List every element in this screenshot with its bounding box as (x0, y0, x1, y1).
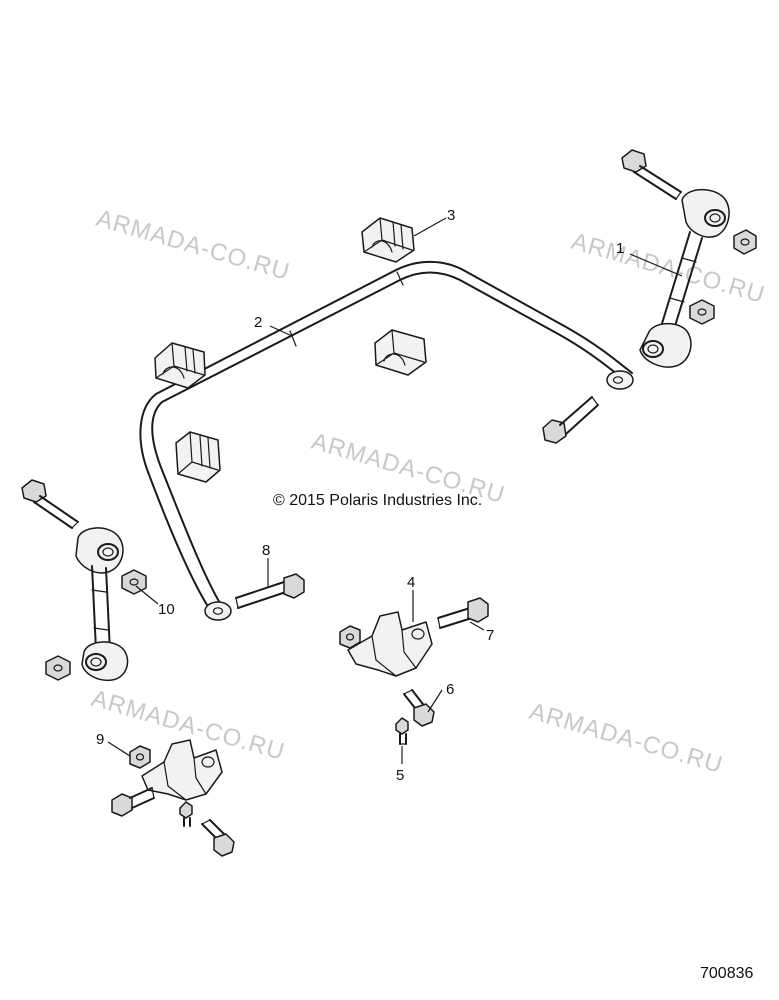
bolt-8 (235, 573, 305, 609)
callout-4: 4 (407, 574, 415, 591)
callout-10: 10 (158, 601, 175, 618)
bushing-on-bar (175, 431, 221, 483)
link-right (621, 149, 757, 368)
grease-fitting-5 (395, 717, 409, 745)
bolt-left-bracket-a (111, 787, 155, 817)
watermark: ARMADA-CO.RU (93, 205, 293, 286)
callout-7: 7 (486, 627, 494, 644)
callout-3: 3 (447, 207, 455, 224)
link-left (21, 479, 147, 682)
callout-8: 8 (262, 542, 270, 559)
stabilizer-bar (139, 260, 634, 621)
copyright-notice: © 2015 Polaris Industries Inc. (273, 492, 482, 509)
bolt-right-end (542, 396, 599, 444)
callout-5: 5 (396, 767, 404, 784)
callout-1: 1 (616, 240, 624, 257)
watermark: ARMADA-CO.RU (526, 698, 726, 779)
bushing-left (154, 342, 206, 389)
bushing-mid (374, 329, 427, 376)
diagram-part-number: 700836 (700, 965, 753, 982)
bolt-left-bracket-b (201, 819, 235, 857)
bolt-7 (437, 597, 489, 629)
bushing-top (361, 217, 415, 263)
bolt-6 (403, 689, 435, 727)
callout-2: 2 (254, 314, 262, 331)
callout-6: 6 (446, 681, 454, 698)
callout-9: 9 (96, 731, 104, 748)
bracket-right (339, 611, 433, 677)
leader-lines (107, 217, 683, 764)
bracket-left (129, 739, 223, 827)
callouts: 1 2 3 4 5 6 7 8 9 10 (96, 207, 624, 784)
